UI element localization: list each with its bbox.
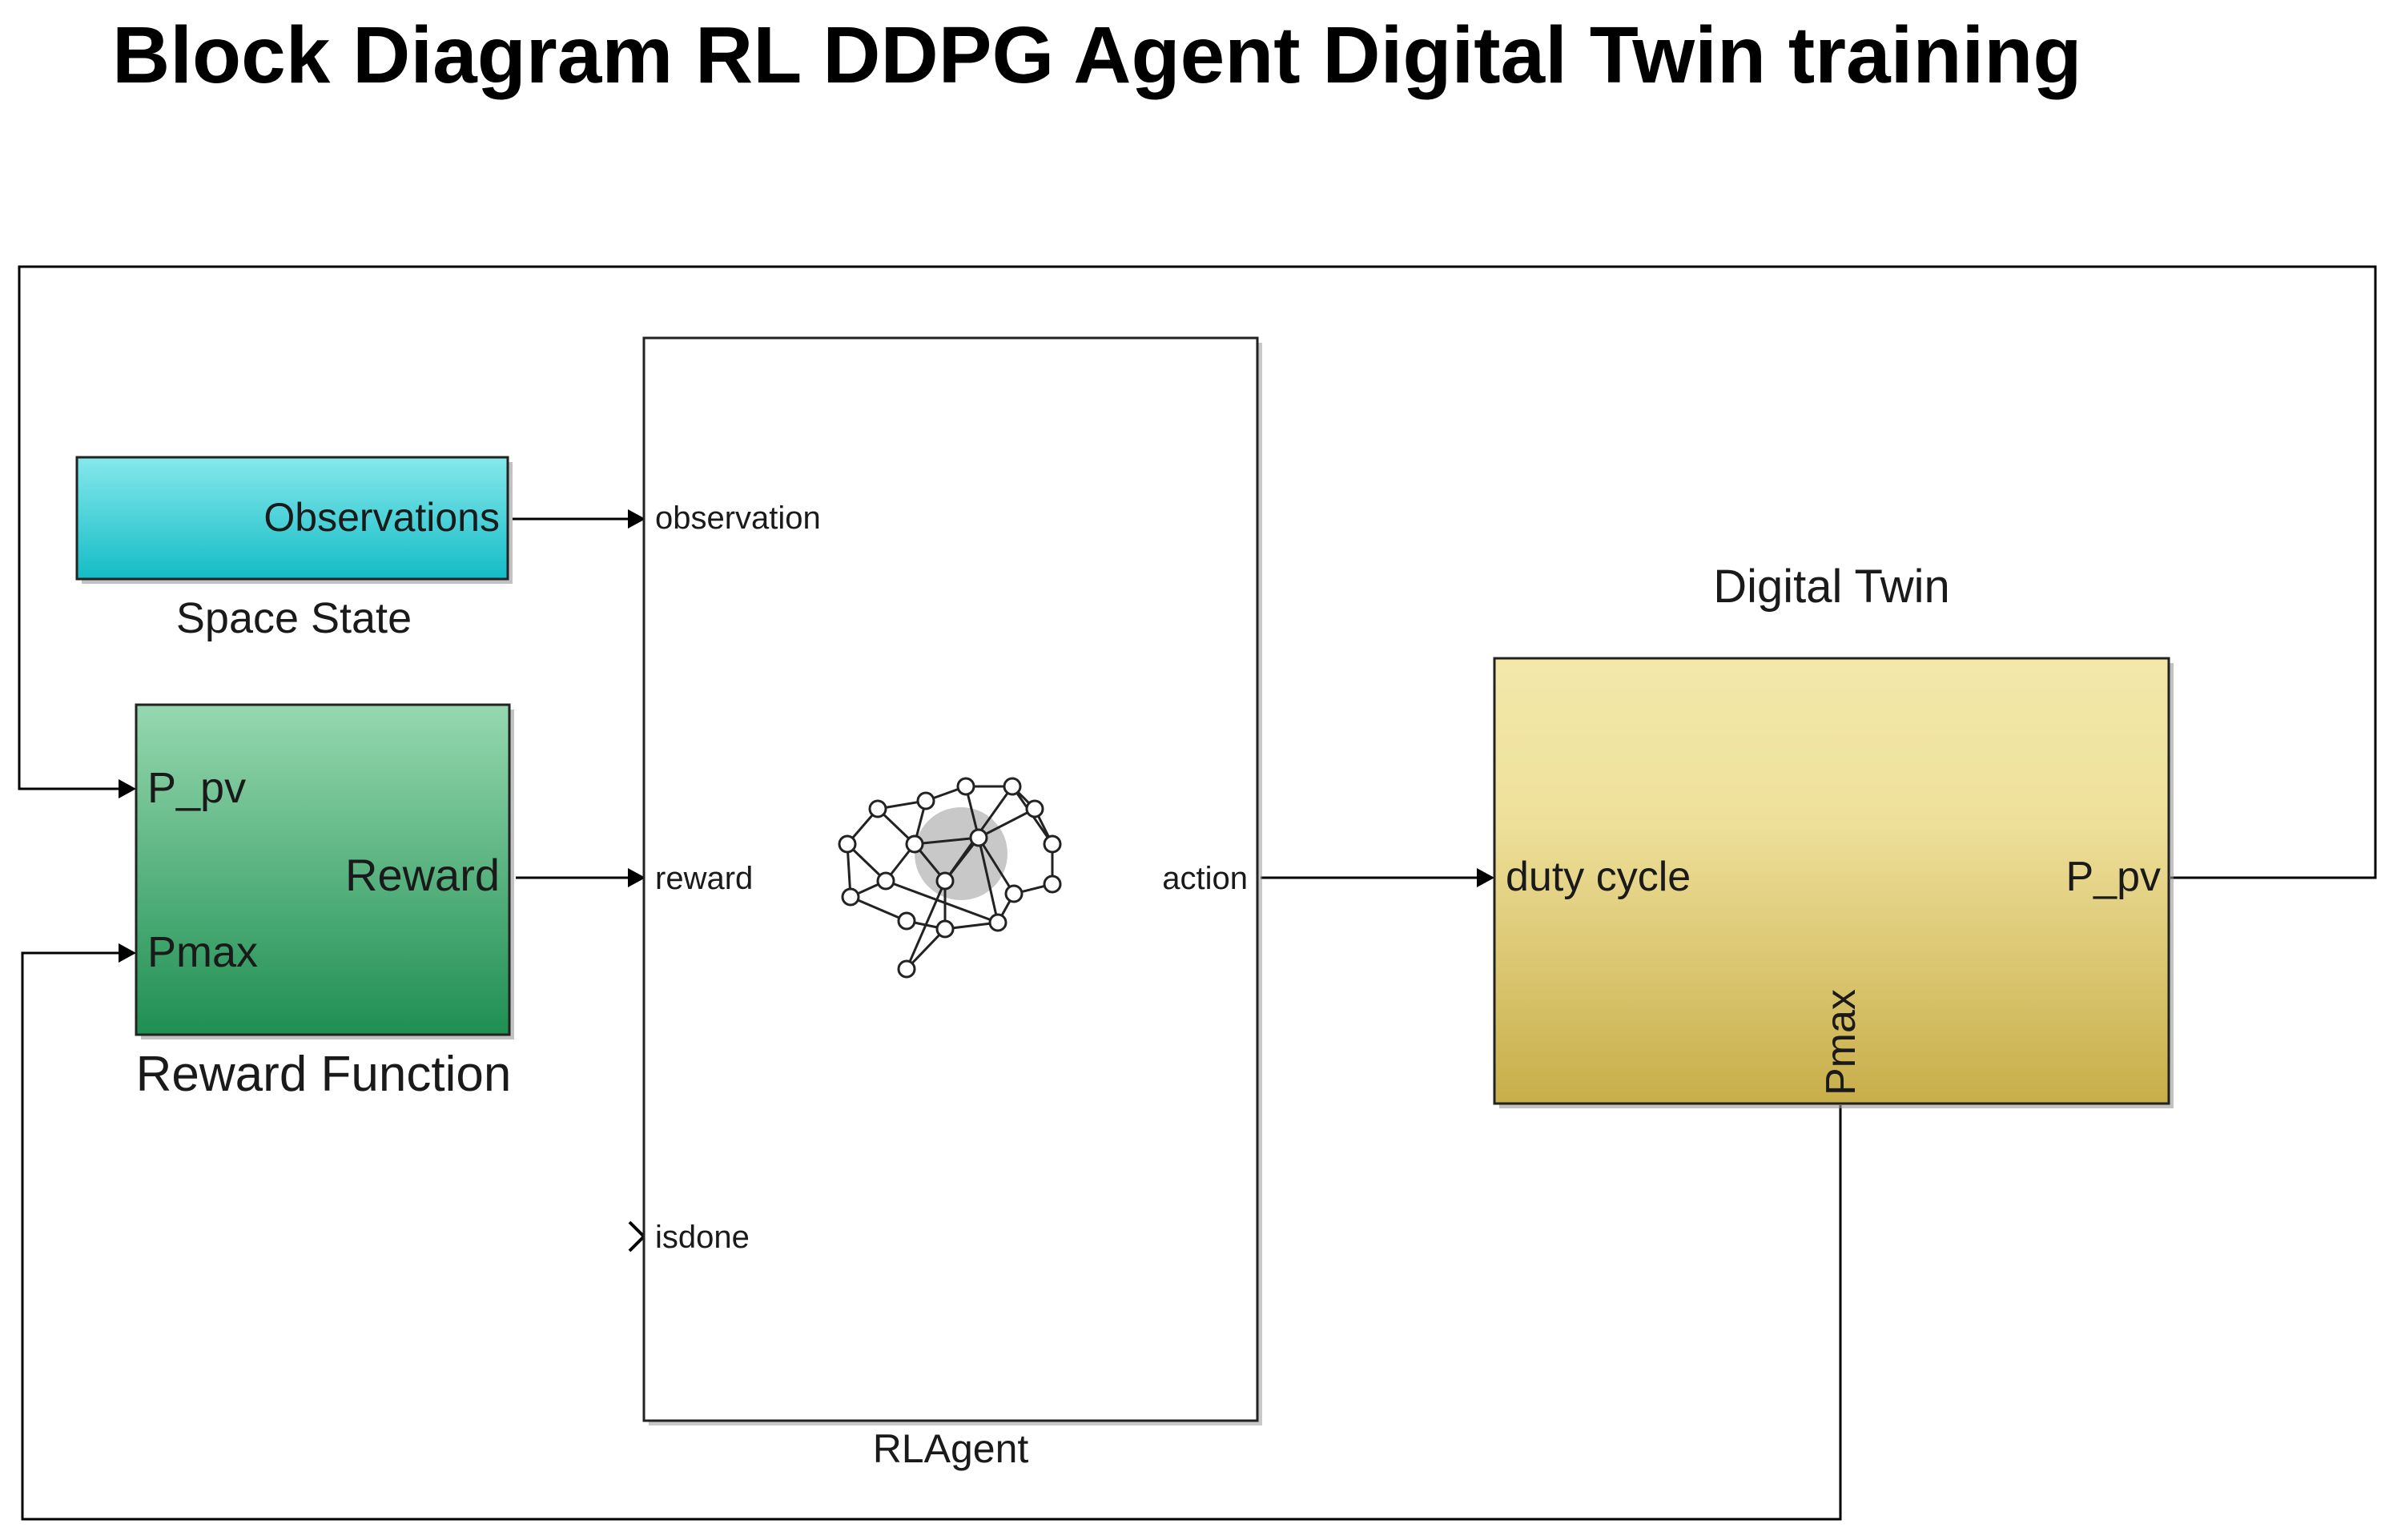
- signal-lines: [18, 265, 2377, 1521]
- isdone-port-chevron: [628, 1220, 646, 1253]
- rl-agent-input-reward-label: reward: [655, 861, 753, 896]
- reward-function-output-label: Reward: [345, 850, 500, 900]
- reward-function-input-ppv-label: P_pv: [147, 764, 246, 812]
- digital-twin-output-ppv-label: P_pv: [2065, 854, 2161, 900]
- digital-twin-input-duty-cycle-label: duty cycle: [1506, 854, 1691, 900]
- line-ppv-feedback[interactable]: [18, 265, 2377, 879]
- digital-twin-block[interactable]: duty cycle P_pv Pmax: [1493, 657, 2174, 1108]
- arrowhead-reward: [628, 868, 646, 887]
- arrowhead-duty-cycle: [1477, 868, 1494, 887]
- rl-agent-block[interactable]: observation reward isdone action: [642, 336, 1262, 1425]
- space-state-output-port-label: Observations: [263, 495, 500, 540]
- reward-function-input-pmax-label: Pmax: [147, 928, 258, 976]
- space-state-block[interactable]: Observations: [75, 456, 513, 584]
- neural-network-icon: [838, 777, 1062, 979]
- rl-agent-output-action-label: action: [1162, 861, 1248, 896]
- reward-function-block-name: Reward Function: [136, 1047, 512, 1102]
- rl-agent-block-name: RLAgent: [873, 1426, 1029, 1471]
- rl-agent-input-isdone-label: isdone: [655, 1220, 750, 1255]
- arrowhead-ppv-in: [119, 779, 136, 798]
- line-pmax-feedback[interactable]: [21, 951, 1842, 1521]
- digital-twin-output-pmax-label: Pmax: [1818, 989, 1864, 1096]
- reward-function-block[interactable]: P_pv Reward Pmax: [135, 703, 514, 1039]
- diagram-title: Block Diagram RL DDPG Agent Digital Twin…: [112, 10, 2082, 100]
- arrowhead-observation: [628, 509, 646, 529]
- space-state-block-name: Space State: [176, 594, 412, 642]
- rl-agent-input-observation-label: observation: [655, 501, 821, 536]
- digital-twin-block-name: Digital Twin: [1713, 561, 1950, 613]
- arrowhead-pmax-in: [119, 943, 136, 963]
